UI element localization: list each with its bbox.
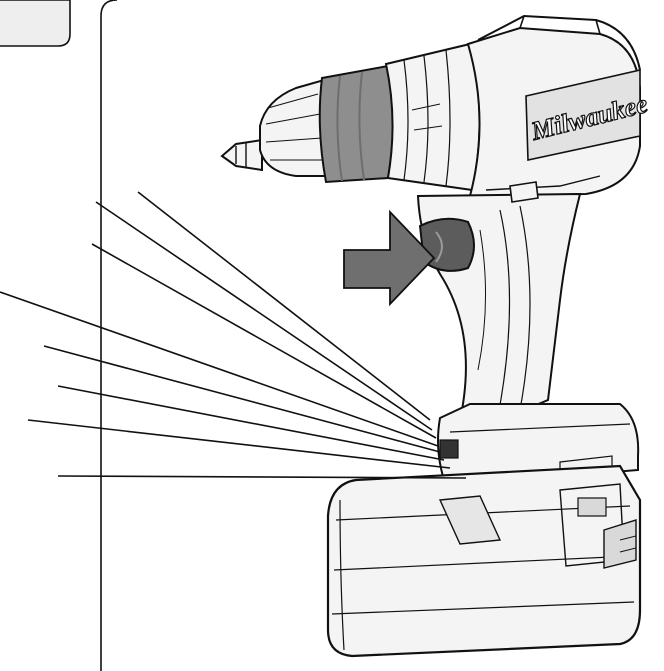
motor-housing: Milwaukee [466, 14, 651, 198]
tool-base [437, 403, 640, 488]
divider-line [100, 0, 118, 671]
callout-line [43, 345, 441, 453]
callout-line [137, 191, 431, 421]
indicator-light [439, 439, 459, 459]
callout-line [0, 291, 439, 447]
clutch-collar [384, 42, 481, 192]
direction-selector [509, 181, 539, 203]
callout-lines [0, 191, 467, 479]
corner-label-box [0, 0, 71, 47]
callout-line [91, 243, 437, 439]
callout-line [95, 201, 433, 431]
callout-line [57, 475, 467, 479]
callout-line [57, 385, 445, 461]
drill-bit [220, 138, 263, 172]
callout-line [27, 419, 451, 469]
drill-tool-icon: Milwaukee [220, 14, 651, 488]
battery-pack-icon [326, 464, 642, 658]
push-direction-arrow-icon [343, 209, 436, 307]
chuck [259, 64, 394, 184]
